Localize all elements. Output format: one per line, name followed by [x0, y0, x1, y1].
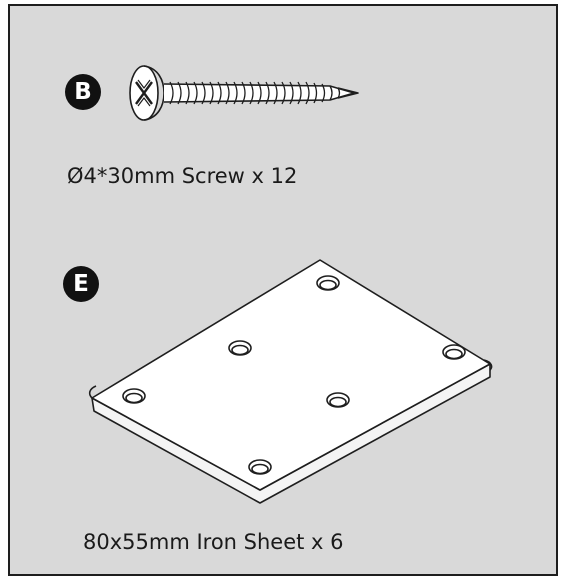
iron-sheet-caption: 80x55mm Iron Sheet x 6 [83, 530, 344, 554]
part-letter-badge: B [65, 74, 101, 110]
hardware-panel: B [8, 4, 558, 576]
screw-caption: Ø4*30mm Screw x 12 [67, 164, 298, 188]
part-letter-badge: E [63, 266, 99, 302]
screw-icon [129, 65, 359, 121]
iron-sheet-icon [88, 259, 493, 504]
